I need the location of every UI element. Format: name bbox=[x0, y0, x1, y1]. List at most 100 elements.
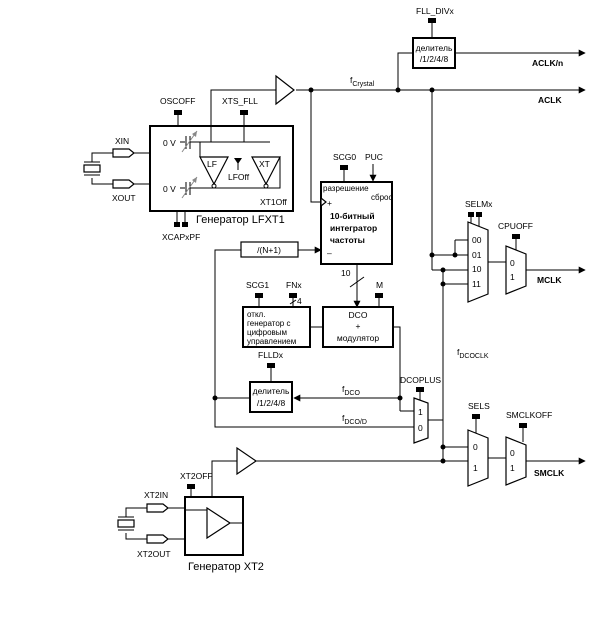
reset-label: сброс bbox=[371, 193, 392, 202]
xt-amplifier bbox=[251, 156, 281, 186]
fnx-control: FNx 4 bbox=[286, 280, 302, 307]
fnx-label: FNx bbox=[286, 280, 302, 290]
integrator-line-3: частоты bbox=[330, 235, 365, 245]
feedback-line bbox=[214, 249, 241, 398]
smclk-mux-in-0: 0 bbox=[473, 442, 478, 452]
f-dco-label: fDCO bbox=[342, 384, 360, 397]
f-dcoclk-label: fDCOCLK bbox=[457, 347, 489, 360]
cpuoff-mux-in-1: 1 bbox=[510, 272, 515, 282]
lfxt1-output-buffer bbox=[275, 74, 295, 106]
scg0-label: SCG0 bbox=[333, 152, 356, 162]
cpuoff-mux-in-0: 0 bbox=[510, 258, 515, 268]
n-plus-1-label: /(N+1) bbox=[257, 245, 281, 255]
flldx-label: FLLDx bbox=[258, 350, 284, 360]
smclkoff-label: SMCLKOFF bbox=[506, 410, 552, 420]
dco-modulator-block bbox=[322, 306, 394, 348]
smclkoff-control: SMCLKOFF bbox=[506, 410, 552, 442]
lfoff-label: LFOff bbox=[228, 172, 250, 182]
variable-capacitor-top bbox=[180, 130, 200, 153]
bus-4-label: 4 bbox=[297, 296, 302, 306]
xt2-amplifier bbox=[206, 506, 232, 540]
oscoff-label: OSCOFF bbox=[160, 96, 195, 106]
bus-10-label: 10 bbox=[341, 268, 351, 278]
xcapxpf-label: XCAPxPF bbox=[162, 232, 200, 242]
smclkoff-mux-in-1: 1 bbox=[510, 463, 515, 473]
divider-mid-ratio: /1/2/4/8 bbox=[257, 398, 286, 408]
xts-fll-control: XTS_FLL bbox=[222, 96, 258, 126]
xin-pin bbox=[112, 148, 135, 158]
lfxt1-crystal bbox=[83, 152, 113, 185]
xt2off-label: XT2OFF bbox=[180, 471, 213, 481]
variable-capacitor-bottom bbox=[180, 176, 200, 199]
cpuoff-control: CPUOFF bbox=[498, 221, 533, 250]
smclkoff-gate-mux bbox=[505, 436, 527, 486]
xt2in-pin bbox=[146, 503, 169, 513]
dco-line-1: DCO bbox=[349, 310, 368, 320]
aclk-divider-block: делитель /1/2/4/8 bbox=[412, 37, 456, 69]
divider-top-ratio: /1/2/4/8 bbox=[420, 54, 449, 64]
xt2out-label: XT2OUT bbox=[137, 549, 171, 559]
oscoff-control: OSCOFF bbox=[160, 96, 195, 126]
xout-label: XOUT bbox=[112, 193, 136, 203]
lfxt1-name: Генератор LFXT1 bbox=[196, 214, 285, 226]
smclk-label: SMCLK bbox=[534, 468, 565, 478]
xt2in-label: XT2IN bbox=[144, 490, 168, 500]
dco-line-2: + bbox=[356, 321, 361, 331]
cpuoff-label: CPUOFF bbox=[498, 221, 533, 231]
dcoplus-control: DCOPLUS bbox=[400, 375, 441, 402]
aclk-n-label: ACLK/n bbox=[532, 58, 563, 68]
enable-label: разрешение bbox=[323, 184, 369, 193]
scg1-label: SCG1 bbox=[246, 280, 269, 290]
mclk-mux-in-00: 00 bbox=[472, 235, 482, 245]
dco-line-3: модулятор bbox=[337, 333, 379, 343]
lf-amplifier bbox=[199, 156, 229, 186]
minus-input-label: – bbox=[327, 248, 332, 258]
xt1off-label: XT1Off bbox=[260, 197, 287, 207]
dcogen-line-2: генератор с bbox=[247, 319, 290, 328]
mclk-source-mux bbox=[467, 221, 489, 303]
xts-fll-label: XTS_FLL bbox=[222, 96, 258, 106]
aclk-label: ACLK bbox=[538, 95, 562, 105]
smclk-mux-in-1: 1 bbox=[473, 463, 478, 473]
xt2-crystal bbox=[117, 507, 147, 540]
xt-label: XT bbox=[259, 159, 270, 169]
fll-divider-block bbox=[249, 381, 293, 413]
f-crystal-label: fCrystal bbox=[350, 75, 375, 88]
mclk-label: MCLK bbox=[537, 275, 562, 285]
frequency-integrator-block bbox=[320, 181, 393, 265]
scg1-control: SCG1 bbox=[246, 280, 269, 307]
puc-label: PUC bbox=[365, 152, 383, 162]
cap-0v-bottom-label: 0 V bbox=[163, 184, 176, 194]
smclkoff-mux-in-0: 0 bbox=[510, 448, 515, 458]
flldx-control: FLLDx bbox=[258, 350, 284, 382]
mclk-mux-in-01: 01 bbox=[472, 250, 482, 260]
xt2-output-buffer bbox=[236, 446, 258, 476]
integrator-line-1: 10-битный bbox=[330, 211, 375, 221]
selmx-label: SELMx bbox=[465, 199, 493, 209]
integrator-line-2: интегратор bbox=[330, 223, 377, 233]
dcoplus-mux bbox=[413, 397, 429, 444]
divider-top-label: делитель bbox=[416, 43, 453, 53]
smclk-source-mux bbox=[467, 429, 489, 487]
plus-input-label: + bbox=[327, 198, 332, 208]
dcoplus-mux-in-0: 0 bbox=[418, 423, 423, 433]
m-label: M bbox=[376, 280, 383, 290]
dcoplus-label: DCOPLUS bbox=[400, 375, 441, 385]
xin-label: XIN bbox=[115, 136, 129, 146]
dcoplus-mux-in-1: 1 bbox=[418, 407, 423, 417]
fll-divx-label: FLL_DIVx bbox=[416, 6, 455, 16]
fll-divx-control: FLL_DIVx bbox=[416, 6, 455, 38]
sels-label: SELS bbox=[468, 401, 490, 411]
f-dco-d-label: fDCO/D bbox=[342, 413, 367, 426]
xt2off-control: XT2OFF bbox=[180, 471, 213, 497]
m-control: M bbox=[375, 280, 383, 307]
xout-pin bbox=[112, 179, 135, 189]
dcogen-line-4: управлением bbox=[247, 337, 296, 346]
xt2-name: Генератор XT2 bbox=[188, 561, 264, 573]
puc-control: PUC bbox=[365, 152, 383, 182]
lf-label: LF bbox=[207, 159, 217, 169]
cap-0v-top-label: 0 V bbox=[163, 138, 176, 148]
xcapxpf-control: XCAPxPF bbox=[162, 211, 200, 242]
mclk-mux-in-10: 10 bbox=[472, 264, 482, 274]
